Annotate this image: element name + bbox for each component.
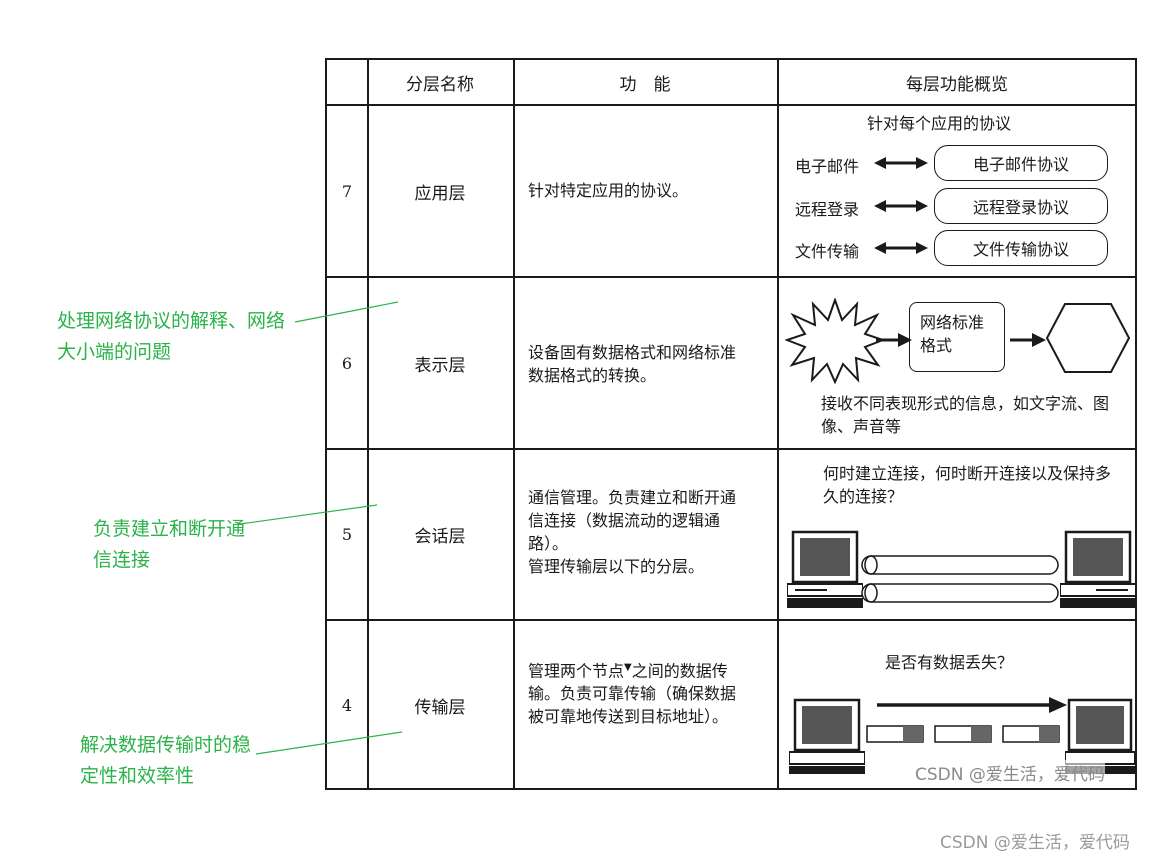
app-protocol-label: 文件传输 bbox=[795, 242, 860, 261]
protocol-box: 远程登录协议 bbox=[934, 188, 1108, 224]
hexagon-shape-icon bbox=[1045, 303, 1131, 373]
transport-caption: 是否有数据丢失？ bbox=[885, 653, 1014, 672]
layer-function: 针对特定应用的协议。 bbox=[528, 181, 689, 200]
layer-function: 通信管理。负责建立和断开通信连接（数据流动的逻辑通路）。 管理传输层以下的分层。 bbox=[528, 486, 748, 578]
col-divider bbox=[777, 60, 779, 788]
watermark-inner: CSDN @爱生活，爱代码 bbox=[915, 760, 1105, 785]
annotation-presentation: 处理网络协议的解释、网络大小端的问题 bbox=[57, 310, 286, 363]
double-arrow-icon bbox=[874, 157, 928, 169]
function-line: 管理传输层以下的分层。 bbox=[528, 557, 705, 576]
function-line: 通信管理。负责建立和断开通信连接（数据流动的逻辑通路）。 bbox=[528, 488, 737, 553]
computer-icon bbox=[787, 530, 863, 608]
protocol-box: 文件传输协议 bbox=[934, 230, 1108, 266]
session-caption: 何时建立连接，何时断开连接以及保持多久的连接？ bbox=[823, 464, 1112, 506]
app-protocol-label: 远程登录 bbox=[795, 200, 860, 219]
header-function: 功 能 bbox=[619, 74, 671, 95]
layer-name: 表示层 bbox=[414, 355, 466, 376]
footnote-mark: ▼ bbox=[624, 662, 632, 673]
header-overview: 每层功能概览 bbox=[906, 74, 1008, 95]
computer-icon bbox=[789, 698, 865, 774]
protocol-box: 电子邮件协议 bbox=[934, 145, 1108, 181]
watermark-outer: CSDN @爱生活，爱代码 bbox=[940, 833, 1130, 853]
layer-name: 会话层 bbox=[414, 527, 466, 547]
arrow-right-icon bbox=[877, 697, 1067, 713]
layer-function: 管理两个节点▼之间的数据传输。负责可靠传输（确保数据被可靠地传送到目标地址）。 bbox=[528, 656, 746, 728]
data-packets-icon bbox=[866, 725, 1060, 743]
layer-name: 应用层 bbox=[414, 183, 466, 204]
row-divider bbox=[327, 276, 1135, 278]
layer-number: 7 bbox=[341, 181, 353, 201]
standard-format-box: 网络标准格式 bbox=[909, 302, 1005, 372]
row-divider bbox=[327, 104, 1135, 106]
layer-number: 5 bbox=[341, 525, 353, 544]
app-overview-title: 针对每个应用的协议 bbox=[867, 114, 1012, 133]
row-divider bbox=[327, 619, 1135, 621]
presentation-caption: 接收不同表现形式的信息，如文字流、图像、声音等 bbox=[821, 394, 1110, 436]
computer-icon bbox=[1060, 530, 1136, 608]
app-protocol-label: 电子邮件 bbox=[795, 157, 860, 176]
layer-number: 6 bbox=[341, 353, 353, 373]
arrow-right-icon bbox=[876, 333, 912, 347]
layer-name: 传输层 bbox=[414, 698, 466, 718]
layer-function: 设备固有数据格式和网络标准数据格式的转换。 bbox=[528, 343, 737, 385]
col-divider bbox=[513, 60, 515, 788]
double-arrow-icon bbox=[874, 242, 928, 254]
connection-pipes-icon bbox=[861, 555, 1059, 603]
annotation-transport: 解决数据传输时的稳定性和效率性 bbox=[80, 734, 252, 787]
arrow-right-icon bbox=[1010, 333, 1046, 347]
function-text: 管理两个节点 bbox=[528, 661, 625, 681]
annotation-session: 负责建立和断开通信连接 bbox=[93, 518, 246, 571]
burst-shape-icon bbox=[785, 298, 885, 384]
layer-number: 4 bbox=[341, 696, 353, 715]
row-divider bbox=[327, 448, 1135, 450]
function-text: 之间的数据传输。负责可靠传输（确保数据被可靠地传送到目标地址）。 bbox=[528, 661, 737, 727]
osi-table: 分层名称 功 能 每层功能概览 7 应用层 针对特定应用的协议。 针对每个应用的… bbox=[325, 58, 1137, 790]
header-layer-name: 分层名称 bbox=[406, 74, 474, 95]
double-arrow-icon bbox=[874, 200, 928, 212]
col-divider bbox=[367, 60, 369, 788]
computer-icon bbox=[1065, 698, 1135, 774]
